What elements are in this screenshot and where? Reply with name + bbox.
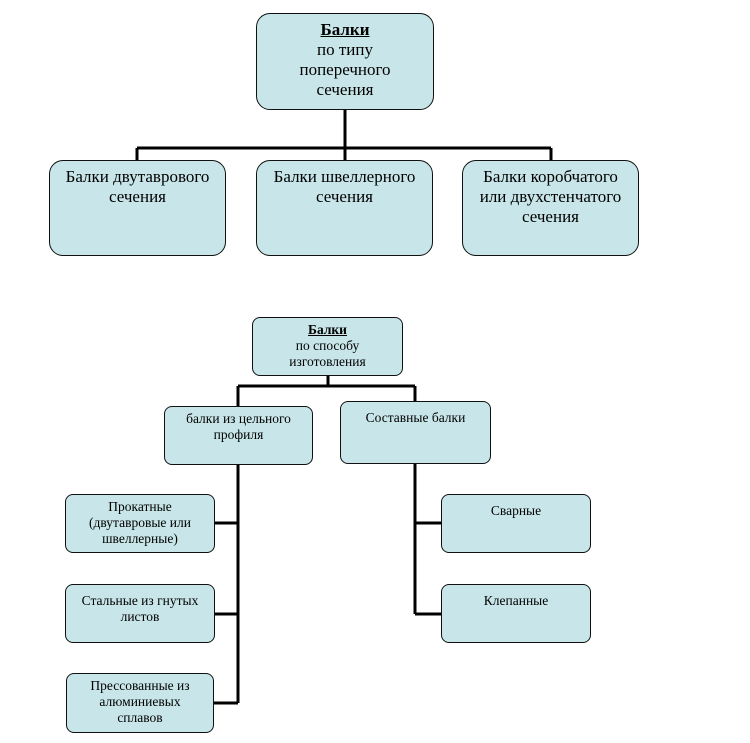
node-solid-profile: балки из цельного профиля <box>164 406 313 465</box>
root-node-manufacturing: Балки по способу изготовления <box>252 317 403 376</box>
leaf-welded: Сварные <box>441 494 591 553</box>
node-line: балки из цельного <box>186 411 291 426</box>
root-node-line: по типу <box>317 40 373 60</box>
root-node-title: Балки <box>308 322 347 337</box>
leaf-rolled: Прокатные (двутавровые или швеллерные) <box>65 494 215 553</box>
leaf-line: листов <box>120 608 160 624</box>
leaf-riveted: Клепанные <box>441 584 591 643</box>
root-node-title: Балки <box>320 20 370 39</box>
node-line: Балки двутаврового <box>65 167 210 186</box>
root-node-cross-section: Балки по типу поперечного сечения <box>256 13 434 110</box>
node-composite: Составные балки <box>340 401 491 464</box>
node-line: Составные балки <box>365 410 466 425</box>
leaf-line: Прессованные из <box>90 678 190 693</box>
leaf-line: Сварные <box>490 503 542 518</box>
leaf-line: Стальные из гнутых <box>81 593 199 608</box>
root-node-line: изготовления <box>289 353 366 369</box>
node-channel-beam: Балки швеллерного сечения <box>256 160 433 256</box>
leaf-line: Клепанные <box>483 593 549 608</box>
node-line: профиля <box>213 426 264 442</box>
node-line: сечения <box>316 187 373 207</box>
node-box-beam: Балки коробчатого или двухстенчатого сеч… <box>462 160 639 256</box>
node-line: сечения <box>522 207 579 227</box>
leaf-line: сплавов <box>117 709 163 725</box>
leaf-line: Прокатные <box>108 499 172 514</box>
leaf-line: (двутавровые или <box>89 514 191 530</box>
root-node-line: сечения <box>316 80 374 100</box>
node-line: или двухстенчатого <box>479 187 622 207</box>
leaf-bent-steel: Стальные из гнутых листов <box>65 584 215 643</box>
leaf-line: алюминиевых <box>99 693 181 709</box>
node-line: Балки коробчатого <box>483 167 618 186</box>
leaf-line: швеллерные) <box>102 530 178 546</box>
node-line: сечения <box>109 187 166 207</box>
root-node-line: по способу <box>295 337 360 353</box>
root-node-line: поперечного <box>299 60 391 80</box>
leaf-pressed-aluminium: Прессованные из алюминиевых сплавов <box>66 673 214 733</box>
node-i-beam: Балки двутаврового сечения <box>49 160 226 256</box>
node-line: Балки швеллерного <box>273 167 416 186</box>
